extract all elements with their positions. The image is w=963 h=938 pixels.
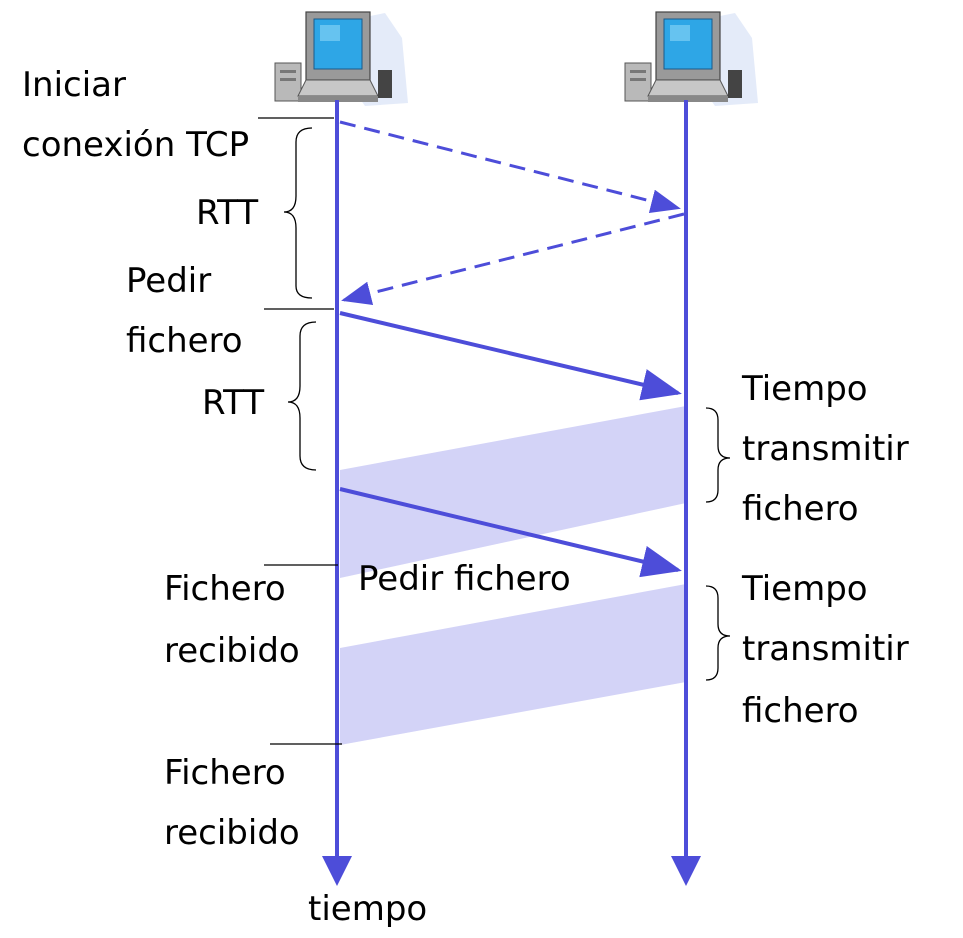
tiempo-transmitir-2-line2: transmitir (742, 629, 909, 669)
server-timeline-arrowhead (671, 856, 701, 886)
iniciar-label-line1: Iniciar (22, 65, 126, 105)
tiempo-transmitir-1-line3: fichero (742, 489, 859, 529)
request-arrow-2 (339, 487, 682, 578)
transmit-brace-2 (705, 585, 731, 681)
rtt-brace-1 (283, 127, 313, 299)
fichero-recibido-2-line2: recibido (164, 813, 300, 853)
tiempo-transmitir-2-line3: fichero (742, 691, 859, 731)
fichero-recibido-1-line2: recibido (164, 631, 300, 671)
pedir-label-line1: Pedir (126, 261, 212, 301)
iniciar-label-line2: conexión TCP (22, 125, 250, 165)
transmit-brace-1 (705, 407, 731, 503)
rtt-label-2: RTT (202, 383, 265, 423)
request-arrow-1 (339, 311, 682, 401)
transmission-band-1 (340, 406, 686, 578)
syn-message-arrow (339, 120, 681, 213)
client-computer-icon (274, 11, 408, 106)
rtt-brace-2 (287, 321, 317, 471)
rtt-label-1: RTT (196, 193, 259, 233)
client-timeline-arrowhead (322, 856, 352, 886)
tiempo-transmitir-1-line2: transmitir (742, 429, 909, 469)
pedir-label-line2: fichero (126, 321, 243, 361)
tiempo-transmitir-1-line1: Tiempo (742, 369, 868, 409)
transmission-band-2 (340, 584, 686, 745)
fichero-recibido-1-line1: Fichero (164, 569, 286, 609)
server-computer-icon (624, 11, 758, 106)
pedir-fichero-label: Pedir fichero (358, 559, 571, 599)
tiempo-transmitir-2-line1: Tiempo (742, 569, 868, 609)
synack-message-arrow (341, 212, 685, 306)
time-axis-label: tiempo (308, 889, 428, 929)
fichero-recibido-2-line1: Fichero (164, 753, 286, 793)
